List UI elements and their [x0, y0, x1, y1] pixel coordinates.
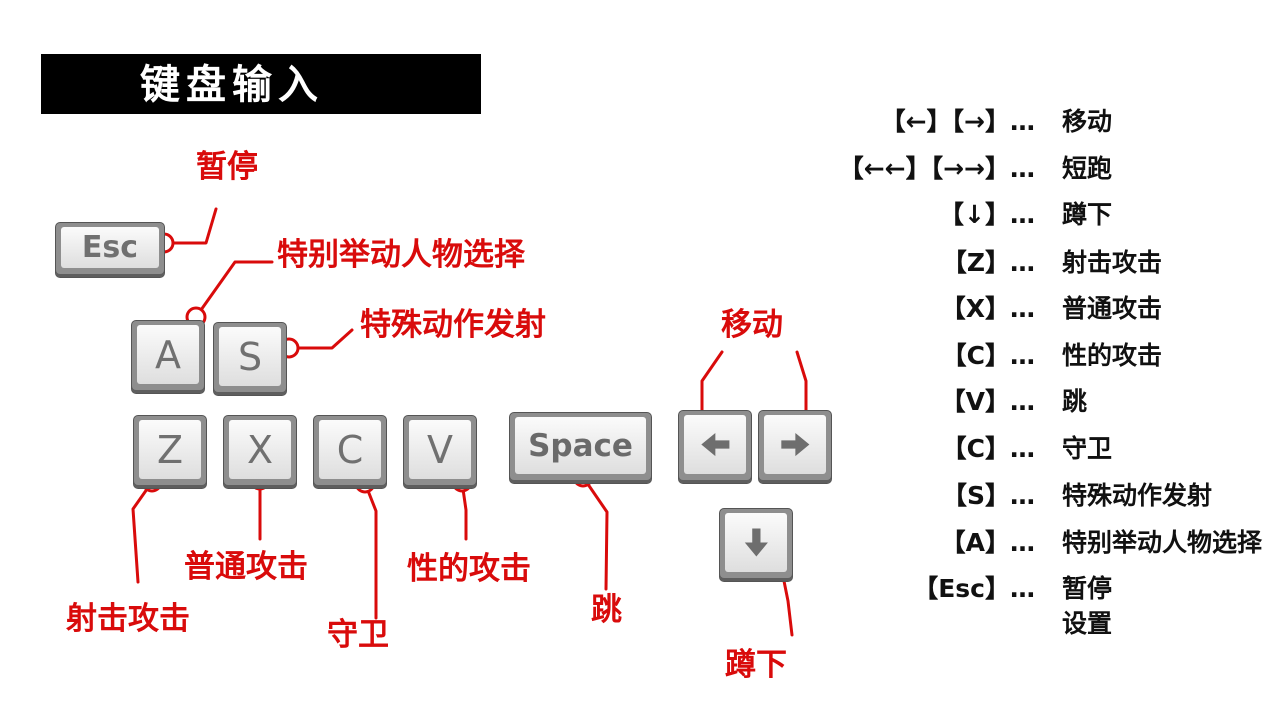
page-title: 键盘输入: [140, 62, 324, 108]
title-bar: [41, 54, 481, 114]
legend-key-c-guard: 【C】…: [941, 434, 1035, 463]
connector-s: [287, 328, 354, 350]
legend-desc-v: 跳: [1062, 387, 1088, 416]
label-normal-attack: 普通攻击: [184, 549, 308, 585]
legend-key-z: 【Z】…: [941, 248, 1035, 277]
legend-desc-esc: 暂停: [1062, 574, 1113, 603]
s-key-label: S: [219, 327, 281, 386]
connector-z: [131, 480, 154, 584]
label-shoot-attack: 射击攻击: [66, 601, 190, 637]
v-key-label: V: [409, 420, 471, 479]
label-special-fire: 特殊动作发射: [360, 307, 546, 343]
connector-esc: [170, 207, 218, 245]
label-move: 移动: [721, 307, 783, 343]
legend-key-s: 【S】…: [941, 481, 1035, 510]
label-special-select: 特别举动人物选择: [277, 237, 525, 273]
v-key[interactable]: V: [403, 415, 477, 489]
legend-key-crouch: 【↓】…: [939, 200, 1035, 229]
right-arrow-key[interactable]: [758, 410, 832, 484]
legend-key-move: 【←】【→】…: [880, 107, 1035, 136]
c-key-label: C: [319, 420, 381, 479]
esc-key[interactable]: Esc: [55, 222, 165, 278]
legend-desc-crouch: 蹲下: [1062, 200, 1113, 229]
legend-key-esc: 【Esc】…: [913, 574, 1035, 603]
legend-desc-dash: 短跑: [1062, 154, 1113, 183]
legend-key-c: 【C】…: [941, 341, 1035, 370]
a-key-label: A: [137, 325, 199, 384]
x-key[interactable]: X: [223, 415, 297, 489]
label-guard: 守卫: [327, 617, 389, 653]
arrow-down-icon: [744, 528, 768, 557]
legend-desc-z: 射击攻击: [1062, 248, 1163, 277]
legend-key-v: 【V】…: [940, 387, 1035, 416]
space-key-label: Space: [515, 417, 646, 474]
left-arrow-key[interactable]: [678, 410, 752, 484]
c-key[interactable]: C: [313, 415, 387, 489]
legend-desc-move: 移动: [1062, 107, 1113, 136]
esc-key-label: Esc: [61, 227, 159, 268]
space-key[interactable]: Space: [509, 412, 652, 484]
legend-desc-a: 特别举动人物选择: [1062, 528, 1263, 557]
z-key[interactable]: Z: [133, 415, 207, 489]
legend-desc-s: 特殊动作发射: [1062, 481, 1213, 510]
a-key[interactable]: A: [131, 320, 205, 394]
legend-key-dash: 【←←】【→→】…: [838, 154, 1035, 183]
connector-space: [581, 475, 609, 591]
connector-a: [194, 260, 274, 319]
label-crouch: 蹲下: [725, 647, 787, 683]
legend-desc-c-guard: 守卫: [1062, 434, 1113, 463]
arrow-right-icon: [780, 432, 810, 457]
label-sexy-attack: 性的攻击: [407, 551, 531, 587]
s-key[interactable]: S: [213, 322, 287, 396]
arrow-left-icon: [700, 432, 730, 457]
label-jump: 跳: [591, 592, 622, 628]
legend-desc-settings: 设置: [1062, 609, 1113, 638]
legend-desc-x: 普通攻击: [1062, 294, 1163, 323]
z-key-label: Z: [139, 420, 201, 479]
x-key-label: X: [229, 420, 291, 479]
label-pause: 暂停: [196, 149, 258, 185]
connector-c: [363, 481, 378, 620]
legend-key-a: 【A】…: [940, 528, 1035, 557]
connector-right: [795, 350, 808, 424]
legend-desc-c: 性的攻击: [1062, 341, 1163, 370]
legend-key-x: 【X】…: [940, 294, 1035, 323]
connector-left: [700, 350, 724, 424]
down-arrow-key[interactable]: [719, 508, 793, 582]
